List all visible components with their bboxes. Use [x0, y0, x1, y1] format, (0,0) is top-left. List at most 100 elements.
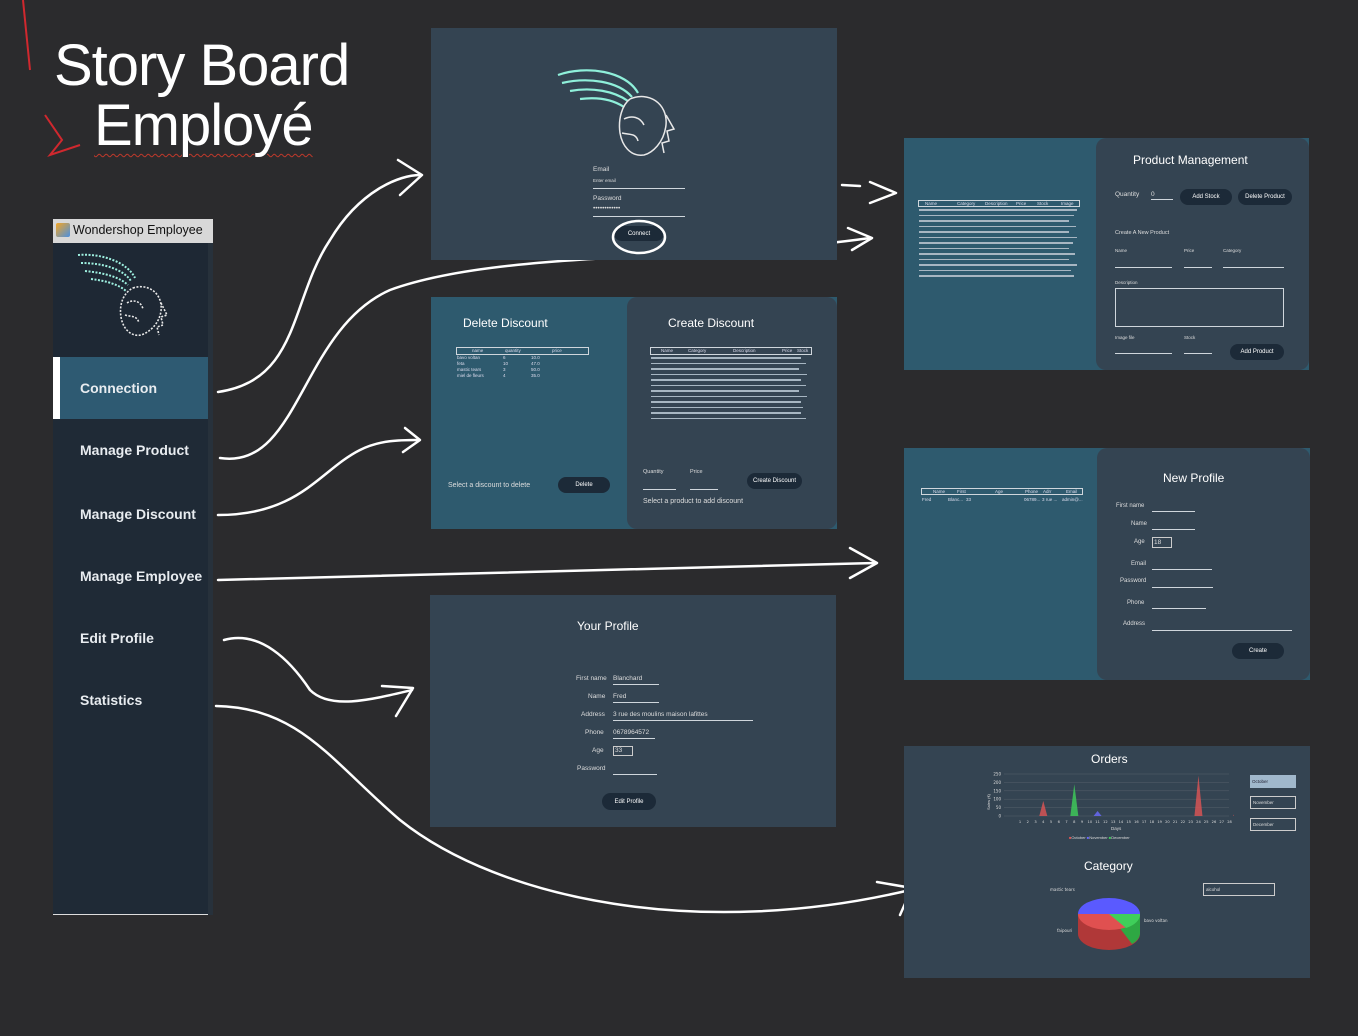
image-field[interactable]: [1115, 353, 1172, 354]
new-profile-title: New Profile: [1163, 471, 1225, 485]
name-field[interactable]: Fred: [613, 693, 627, 700]
x-tick-label: 12: [1103, 820, 1108, 824]
price-field[interactable]: [1184, 267, 1212, 268]
first-name-field[interactable]: Blanchard: [613, 675, 643, 682]
col-phone: Phone: [1025, 489, 1039, 494]
login-panel: Email Enter email Password •••••••••••• …: [431, 28, 837, 260]
col-name: Name: [933, 489, 946, 494]
phone-field[interactable]: 0678964572: [613, 729, 650, 736]
create-discount-hint: Select a product to add discount: [643, 498, 744, 505]
col-price: Price: [782, 348, 793, 353]
email-label: Email: [1131, 561, 1147, 567]
quantity-label: Quantity: [643, 469, 664, 475]
nav-connection[interactable]: Connection: [53, 357, 208, 419]
x-tick-label: 3: [1034, 820, 1036, 824]
x-tick-label: 16: [1134, 820, 1139, 824]
product-table-rows[interactable]: [919, 209, 1079, 281]
x-tick-label: 5: [1050, 820, 1052, 824]
pie-label-faipouri: faipouri: [1057, 928, 1073, 933]
age-spinner[interactable]: 18: [1152, 537, 1172, 548]
table-row: [651, 368, 799, 370]
address-field[interactable]: 3 rue des moulins maison lafittes: [613, 711, 708, 718]
series-peak-october: [1194, 775, 1203, 816]
quantity-field[interactable]: [643, 489, 676, 490]
age-spinner[interactable]: 33: [613, 746, 633, 756]
your-profile-panel: Your Profile First name Blanchard Name F…: [430, 595, 836, 827]
x-tick-label: 22: [1181, 820, 1186, 824]
first-name-field[interactable]: [1152, 511, 1195, 512]
new-profile-card: New Profile First name Name Age 18 Email…: [1097, 448, 1310, 680]
create-discount-title: Create Discount: [668, 316, 755, 330]
y-tick-label: 250: [993, 772, 1001, 777]
employee-sidebar-window: Wondershop Employee Connection Manage Pr…: [53, 219, 213, 915]
description-label: Description: [1115, 280, 1138, 285]
month-option-december[interactable]: December: [1250, 818, 1296, 831]
table-row: [651, 401, 801, 403]
x-tick-label: 21: [1173, 820, 1178, 824]
name-label: Name: [588, 693, 606, 700]
category-field[interactable]: [1223, 267, 1284, 268]
discount-panel: Delete Discount name quantity price bavo…: [431, 297, 837, 529]
month-option-november[interactable]: November: [1250, 796, 1296, 809]
password-field[interactable]: ••••••••••••: [593, 205, 621, 212]
name-label: Name: [1115, 248, 1128, 253]
category-title: Category: [1084, 859, 1133, 873]
quantity-field[interactable]: 0: [1151, 191, 1155, 198]
nav-statistics[interactable]: Statistics: [80, 692, 143, 708]
table-row: [919, 247, 1069, 249]
email-field[interactable]: Enter email: [593, 178, 616, 183]
table-row: [919, 264, 1077, 266]
name-field[interactable]: [1152, 529, 1195, 530]
quantity-label: Quantity: [1115, 191, 1140, 198]
table-row: [919, 231, 1069, 233]
stock-field[interactable]: [1184, 353, 1212, 354]
table-row: [651, 379, 801, 381]
password-underline: [593, 216, 685, 217]
col-first: First: [957, 489, 966, 494]
delete-product-button[interactable]: Delete Product: [1238, 189, 1292, 205]
table-row: [919, 258, 1069, 260]
x-tick-label: 28: [1227, 820, 1232, 824]
nav-manage-employee[interactable]: Manage Employee: [80, 568, 203, 584]
category-label: Category: [1223, 248, 1242, 253]
email-field[interactable]: [1152, 569, 1212, 570]
create-button[interactable]: Create: [1232, 643, 1284, 659]
table-row: [651, 357, 801, 359]
nav-manage-discount[interactable]: Manage Discount: [80, 506, 196, 522]
price-field[interactable]: [690, 489, 718, 490]
password-label: Password: [577, 765, 606, 772]
col-name: Name: [925, 201, 938, 206]
description-textarea[interactable]: [1115, 288, 1284, 327]
sidebar-scroll-strip: [208, 243, 213, 915]
add-stock-button[interactable]: Add Stock: [1180, 189, 1232, 205]
category-select[interactable]: alcohol: [1203, 883, 1275, 896]
x-tick-label: 9: [1081, 820, 1084, 824]
x-tick-label: 18: [1150, 820, 1155, 824]
add-product-button[interactable]: Add Product: [1230, 344, 1284, 360]
col-price: Price: [1016, 201, 1027, 206]
connect-button[interactable]: Connect: [614, 226, 664, 241]
password-field[interactable]: [613, 774, 657, 775]
x-tick-label: 19: [1157, 820, 1162, 824]
series-peak-december: [1070, 784, 1079, 816]
age-label: Age: [1134, 539, 1145, 545]
month-option-october[interactable]: October: [1250, 775, 1296, 788]
phone-field[interactable]: [1152, 608, 1206, 609]
image-label: Image file: [1115, 335, 1135, 340]
address-field[interactable]: [1152, 630, 1292, 631]
nav-manage-product[interactable]: Manage Product: [80, 442, 189, 458]
name-field[interactable]: [1115, 267, 1172, 268]
password-field[interactable]: [1152, 587, 1213, 588]
x-tick-label: 23: [1188, 820, 1193, 824]
category-pie-chart: [1078, 898, 1141, 950]
edit-profile-button[interactable]: Edit Profile: [602, 793, 656, 810]
password-label: Password: [1120, 578, 1147, 584]
create-discount-rows[interactable]: [651, 357, 811, 423]
create-discount-button[interactable]: Create Discount: [747, 473, 802, 489]
hermes-logo-icon: [557, 69, 676, 156]
delete-button[interactable]: Delete: [558, 477, 610, 493]
nav-edit-profile[interactable]: Edit Profile: [80, 630, 154, 646]
